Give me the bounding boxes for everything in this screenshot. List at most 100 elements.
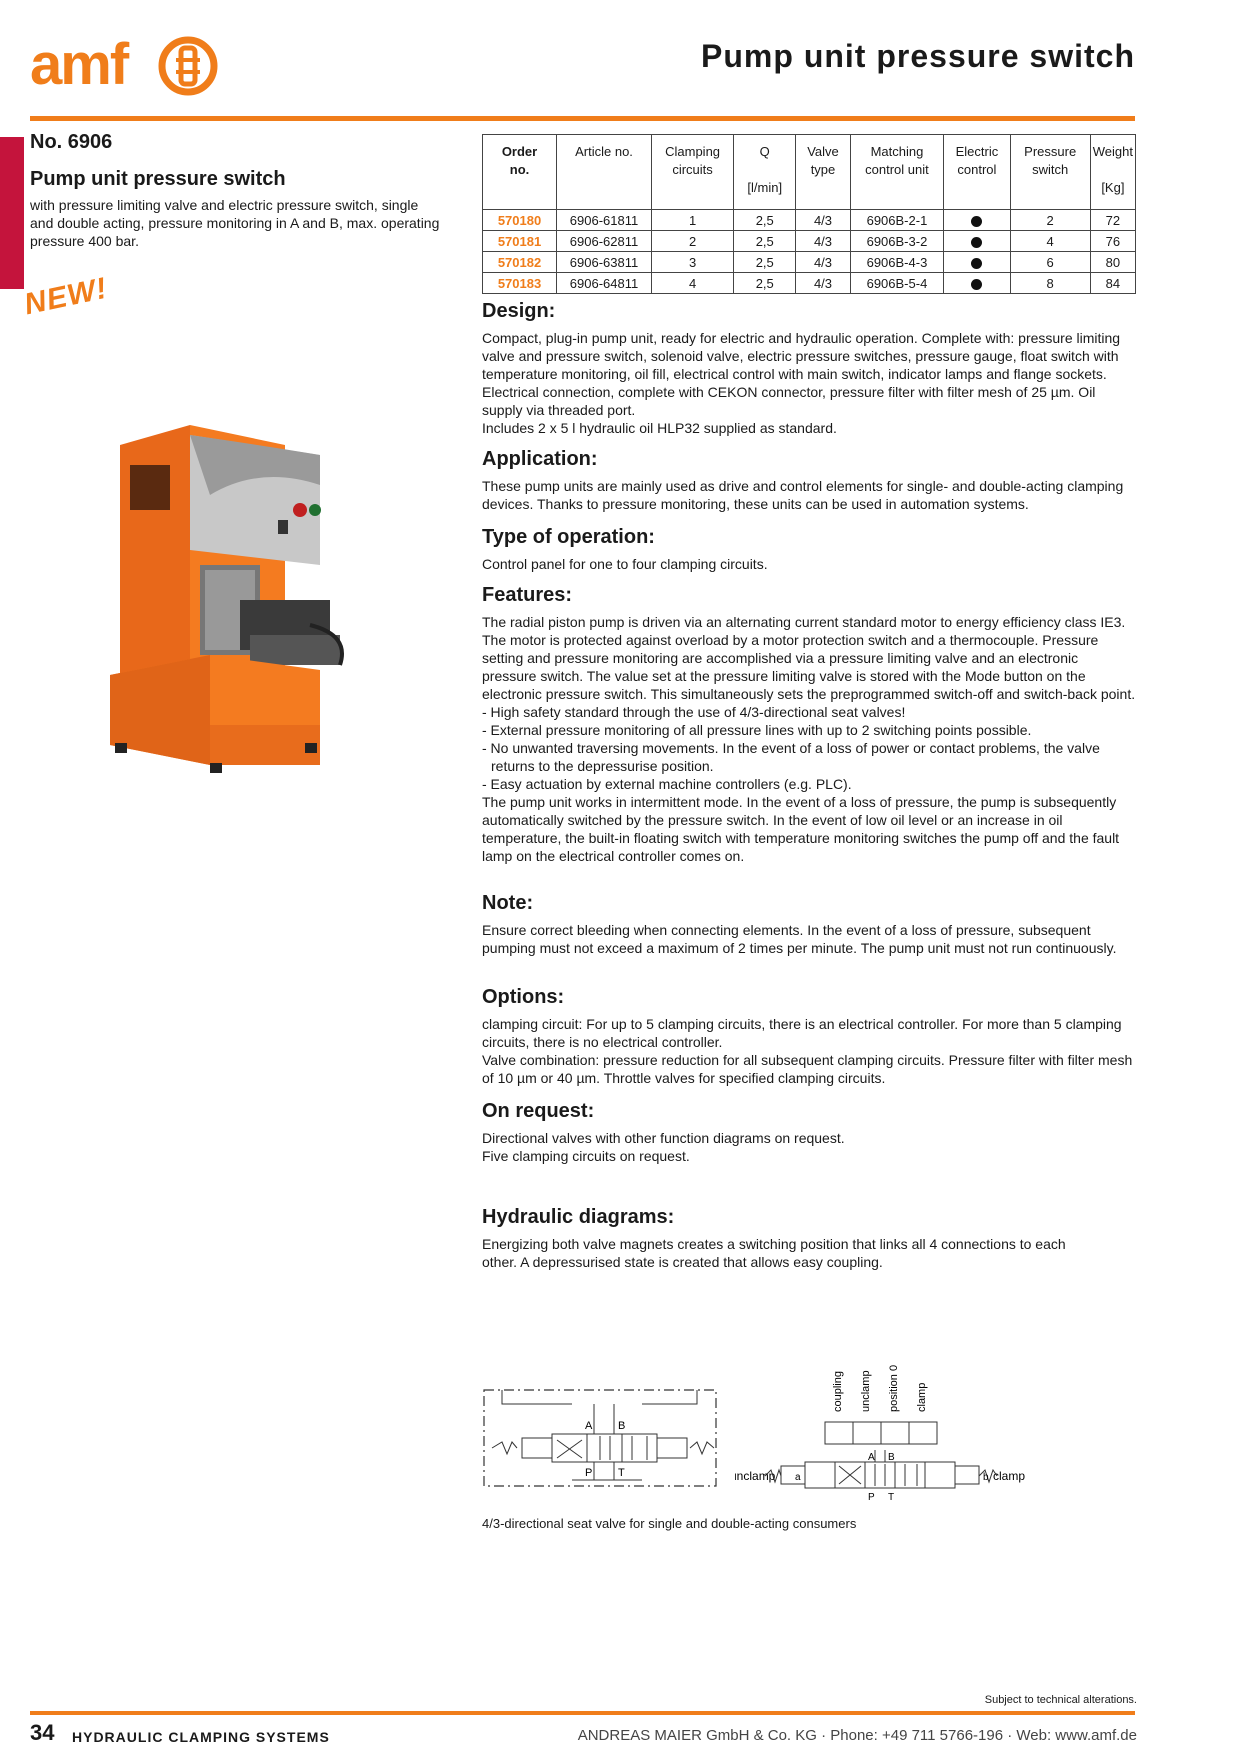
application-section: Application: These pump units are mainly… (482, 448, 1136, 513)
col-pressure-switch: Pressure switch (1009, 134, 1091, 210)
section-text: Ensure correct bleeding when connecting … (482, 922, 1117, 956)
header-text (1093, 161, 1133, 179)
pressure-cell: 6 (1009, 251, 1091, 273)
header-text (736, 161, 793, 179)
unclamp-label: unclamp (735, 1469, 776, 1483)
order-no-cell[interactable]: 570182 (481, 251, 558, 273)
electric-cell (943, 272, 1011, 294)
section-text: These pump units are mainly used as driv… (482, 478, 1124, 512)
port-a-label: A (585, 1420, 593, 1432)
section-text: Control panel for one to four clamping c… (482, 556, 768, 572)
port-a-label: A (868, 1452, 875, 1463)
section-text: - High safety standard through the use o… (482, 704, 906, 720)
q-cell: 2,5 (733, 251, 797, 273)
section-text: - No unwanted traversing movements. In t… (482, 740, 1100, 756)
port-b-label: B (888, 1452, 895, 1463)
operation-section: Type of operation: Control panel for one… (482, 526, 1136, 573)
header-text: Pressure (1024, 144, 1077, 159)
bottom-rule (30, 1711, 1135, 1715)
q-cell: 2,5 (733, 209, 797, 231)
table-header-row: Order no. Article no. Clamping circuits … (481, 134, 1137, 210)
footer-category: HYDRAULIC CLAMPING SYSTEMS (72, 1729, 330, 1745)
valve-cell: 4/3 (795, 251, 851, 273)
order-no-cell[interactable]: 570181 (481, 230, 558, 252)
electric-cell (943, 209, 1011, 231)
diagram-caption: 4/3-directional seat valve for single an… (482, 1516, 857, 1531)
table-row: 570180 6906-61811 1 2,5 4/3 6906B-2-1 2 … (481, 209, 1137, 231)
header-text: control unit (865, 162, 929, 177)
valve-cell: 4/3 (795, 209, 851, 231)
order-no-cell[interactable]: 570183 (481, 272, 558, 294)
port-p-label: P (868, 1492, 875, 1503)
section-heading: Note: (482, 892, 534, 914)
header-text: Article no. (575, 144, 633, 159)
header-text: Clamping (665, 144, 721, 159)
section-heading: Application: (482, 448, 598, 470)
footer-contact: ANDREAS MAIER GmbH & Co. KG · Phone: +49… (577, 1727, 1137, 1744)
valve-cell: 4/3 (795, 230, 851, 252)
header-text: Matching (870, 144, 924, 159)
col-q: Q [l/min] (733, 134, 797, 210)
section-text: Energizing both valve magnets creates a … (482, 1236, 1066, 1270)
header-text: control (957, 162, 997, 177)
onrequest-section: On request: Directional valves with othe… (482, 1100, 1136, 1165)
amf-logo: amf (30, 32, 220, 103)
position-label-unclamp: unclamp (860, 1370, 872, 1412)
section-text: - External pressure monitoring of all pr… (482, 722, 1032, 738)
table-row: 570183 6906-64811 4 2,5 4/3 6906B-5-4 8 … (481, 272, 1137, 294)
col-valve-type: Valve type (795, 134, 851, 210)
page-number: 34 (30, 1720, 55, 1745)
section-text: - Easy actuation by external machine con… (482, 776, 852, 792)
q-cell: 2,5 (733, 272, 797, 294)
matching-cell: 6906B-4-3 (849, 251, 945, 273)
section-text: Compact, plug-in pump unit, ready for el… (482, 330, 1121, 418)
electric-cell (943, 230, 1011, 252)
filled-dot-icon (971, 236, 983, 248)
table-row: 570181 6906-62811 2 2,5 4/3 6906B-3-2 4 … (481, 230, 1137, 252)
header-text: Order (501, 144, 538, 159)
article-no-cell: 6906-64811 (556, 272, 652, 294)
section-text: The pump unit works in intermittent mode… (482, 794, 1120, 864)
coil-a-label: a (795, 1472, 801, 1483)
filled-dot-icon (971, 278, 983, 290)
order-no-cell[interactable]: 570180 (481, 209, 558, 231)
logo-text: amf (30, 36, 130, 97)
section-text: Directional valves with other function d… (482, 1130, 845, 1146)
section-text: Five clamping circuits on request. (482, 1148, 690, 1164)
header-text: circuits (672, 162, 713, 177)
filled-dot-icon (971, 257, 983, 269)
hydraulic-diagram-right: coupling unclamp position 0 clamp A B P … (730, 1340, 1025, 1510)
position-label-coupling: coupling (832, 1371, 844, 1412)
circuits-cell: 4 (650, 272, 735, 294)
header-text: Electric (955, 144, 999, 159)
weight-cell: 84 (1089, 272, 1137, 294)
features-section: Features: The radial piston pump is driv… (482, 584, 1136, 865)
matching-cell: 6906B-3-2 (849, 230, 945, 252)
circuits-cell: 1 (650, 209, 735, 231)
options-section: Options: clamping circuit: For up to 5 c… (482, 986, 1136, 1087)
new-badge: NEW! (21, 271, 111, 322)
matching-cell: 6906B-5-4 (849, 272, 945, 294)
technical-note: Subject to technical alterations. (984, 1694, 1137, 1706)
product-number: No. 6906 (30, 131, 113, 153)
header-text: Q (759, 144, 770, 159)
weight-cell: 72 (1089, 209, 1137, 231)
section-heading: Hydraulic diagrams: (482, 1206, 675, 1228)
article-no-cell: 6906-61811 (556, 209, 652, 231)
spec-table: Order no. Article no. Clamping circuits … (481, 134, 1137, 294)
col-clamping-circuits: Clamping circuits (650, 134, 735, 210)
section-heading: Design: (482, 300, 556, 322)
coil-b-label: b (983, 1472, 989, 1483)
port-b-label: B (618, 1420, 625, 1432)
product-description: with pressure limiting valve and electri… (30, 197, 440, 249)
filled-dot-icon (971, 215, 983, 227)
hydraulic-section: Hydraulic diagrams: Energizing both valv… (482, 1206, 1082, 1271)
pressure-cell: 4 (1009, 230, 1091, 252)
product-title: Pump unit pressure switch (30, 168, 286, 190)
header-text: Valve (807, 144, 839, 159)
header-text: [Kg] (1101, 180, 1125, 195)
weight-cell: 80 (1089, 251, 1137, 273)
header-text: [l/min] (747, 180, 783, 195)
port-t-label: T (888, 1492, 894, 1503)
side-tab-marker (0, 137, 24, 289)
